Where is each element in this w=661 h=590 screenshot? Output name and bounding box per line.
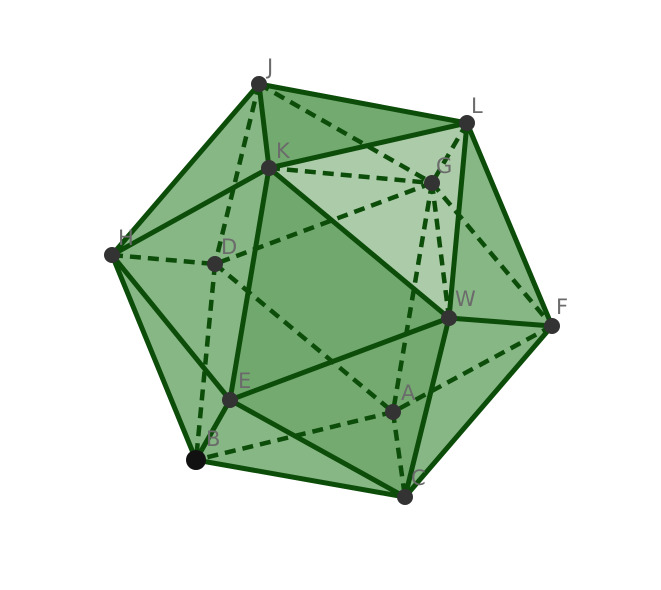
- hidden-edge-DA: [213, 262, 395, 414]
- edge-LW: [446, 120, 470, 321]
- edge-LK: [266, 120, 470, 171]
- hidden-edge-JG: [257, 82, 434, 185]
- vertex-L: [459, 115, 475, 131]
- edge-JH: [109, 81, 262, 258]
- hidden-edge-DB: [193, 263, 218, 461]
- labels-layer: J L K G H D W F E A B C: [118, 55, 568, 490]
- edge-FC: [402, 323, 555, 500]
- vertex-C: [397, 489, 413, 505]
- vertices-layer: [104, 76, 560, 505]
- vertex-H: [104, 247, 120, 263]
- vertex-label-W: W: [455, 287, 476, 311]
- faces-layer: [112, 84, 552, 497]
- vertex-K: [261, 160, 277, 176]
- edge-KW: [266, 165, 452, 321]
- hidden-edge-FA: [391, 324, 554, 414]
- vertex-label-G: G: [436, 154, 452, 178]
- hidden-edge-AB: [195, 409, 394, 463]
- hidden-edge-JD: [212, 83, 262, 265]
- vertex-label-F: F: [556, 295, 568, 319]
- face-ewc: [230, 318, 449, 497]
- vertex-label-E: E: [238, 369, 251, 393]
- edge-JK: [256, 81, 272, 171]
- vertex-label-K: K: [276, 139, 291, 163]
- edge-HE: [109, 252, 233, 403]
- vertex-B: [186, 450, 206, 470]
- vertex-F: [544, 318, 560, 334]
- vertex-label-J: J: [265, 55, 273, 79]
- vertex-J: [251, 76, 267, 92]
- hidden-edge-GA: [390, 182, 435, 413]
- vertex-label-B: B: [206, 427, 220, 451]
- edge-KE: [227, 165, 272, 403]
- hidden-edge-GF: [430, 181, 554, 328]
- edge-EB: [193, 397, 233, 463]
- hidden-edge-KG: [268, 165, 433, 186]
- edge-WE: [227, 315, 452, 403]
- vertex-label-C: C: [411, 466, 426, 490]
- vertex-W: [441, 310, 457, 326]
- edge-JL: [256, 81, 470, 126]
- edge-EC: [227, 397, 408, 500]
- vertex-E: [222, 392, 238, 408]
- face-klw: [269, 123, 467, 318]
- face-kwe: [230, 168, 449, 400]
- hidden-edge-LG: [430, 121, 469, 185]
- face-jlk: [259, 84, 467, 168]
- edge-KH: [109, 165, 272, 258]
- vertex-label-A: A: [401, 381, 416, 405]
- hidden-edge-GW: [429, 182, 452, 319]
- vertex-D: [207, 256, 223, 272]
- edge-BC: [193, 457, 408, 500]
- visible-edges-layer: [109, 81, 555, 500]
- vertex-label-L: L: [471, 94, 483, 118]
- vertex-G: [424, 175, 440, 191]
- vertex-label-H: H: [118, 226, 134, 250]
- vertex-label-D: D: [221, 235, 237, 259]
- edge-LF: [464, 120, 555, 329]
- hidden-edge-GD: [214, 180, 433, 267]
- hidden-edges-layer: [111, 82, 554, 498]
- edge-WC: [402, 315, 452, 500]
- vertex-A: [385, 404, 401, 420]
- edge-HB: [109, 252, 199, 463]
- hidden-edge-AC: [390, 411, 408, 498]
- edge-WF: [446, 315, 555, 329]
